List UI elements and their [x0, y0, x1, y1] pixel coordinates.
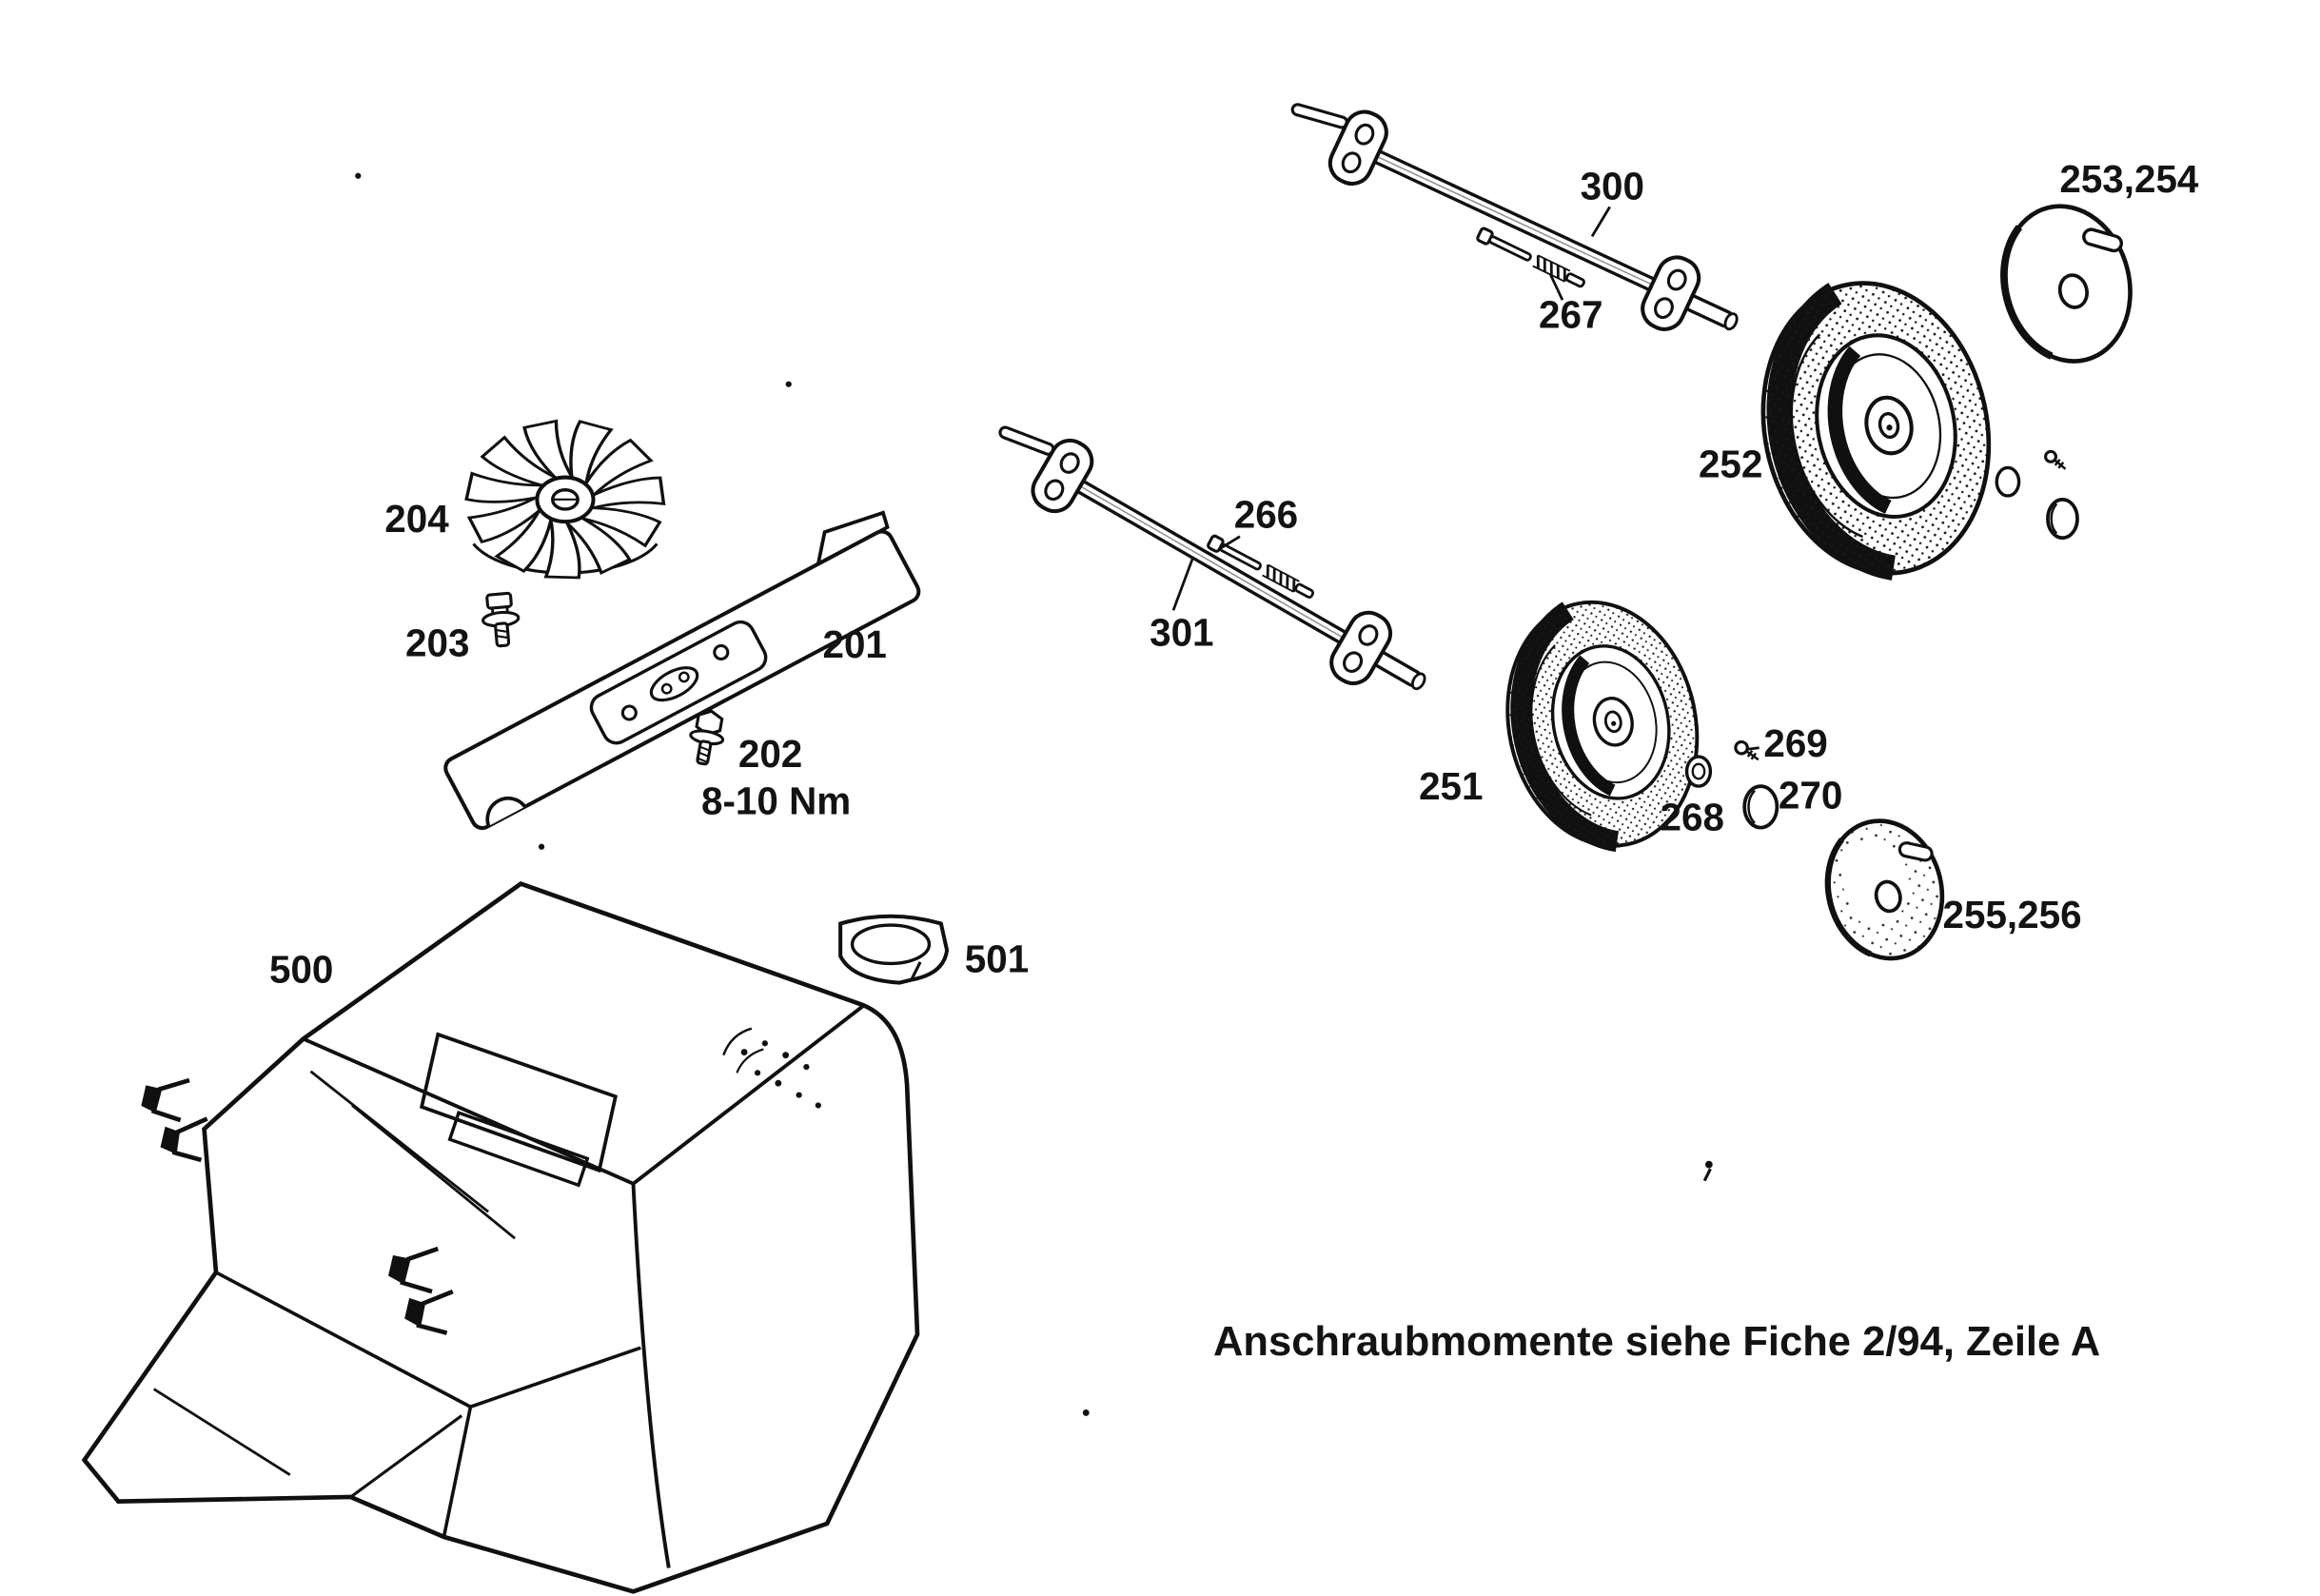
axle-assembly-301 [977, 405, 1442, 716]
fan-204 [460, 412, 676, 587]
small-cap-upper [2046, 497, 2079, 541]
scan-specks [355, 172, 1713, 1416]
note-text: Anschraubmomente siehe Fiche 2/94, Zeile… [1213, 1319, 2100, 1365]
hubcap-255-256 [1824, 818, 1945, 961]
bolt-202 [689, 709, 725, 766]
panel-speckles [740, 1040, 821, 1109]
axle-assembly-300 [1273, 82, 1752, 357]
bolt-267 [1475, 226, 1588, 292]
leader-lines [1171, 206, 1760, 751]
part-label-500: 500 [269, 948, 333, 992]
blade-201 [443, 510, 921, 832]
hubcap-253-254 [1988, 192, 2150, 375]
part-label-268: 268 [1661, 796, 1724, 839]
cap-270 [1742, 784, 1779, 830]
housing-500 [81, 880, 920, 1594]
part-label-204: 204 [384, 497, 449, 541]
part-label-253-254: 253,254 [2059, 157, 2199, 201]
part-label-255-256: 255,256 [1943, 893, 2082, 936]
part-label-267: 267 [1539, 293, 1602, 337]
washer-268 [1684, 755, 1713, 788]
part-label-301: 301 [1150, 611, 1213, 655]
screw-269 [1734, 739, 1760, 761]
small-screw-upper [2044, 449, 2067, 470]
part-label-252: 252 [1699, 443, 1762, 486]
part-label-203: 203 [405, 621, 469, 664]
part-label-300: 300 [1581, 165, 1644, 208]
bolt-203 [482, 591, 521, 648]
part-label-251: 251 [1419, 764, 1483, 808]
part-labels: 300 267 253,254 252 266 301 251 268 269 … [269, 157, 2199, 992]
torque-label: 8-10 Nm [701, 779, 851, 823]
part-label-270: 270 [1779, 773, 1842, 817]
part-label-266: 266 [1234, 492, 1298, 536]
cap-501 [838, 914, 950, 985]
part-label-269: 269 [1763, 721, 1827, 765]
part-label-202: 202 [738, 732, 802, 776]
small-washer-upper [1995, 465, 2021, 498]
part-label-501: 501 [965, 937, 1029, 981]
part-label-201: 201 [822, 622, 886, 666]
wheel-252 [1737, 262, 2015, 594]
